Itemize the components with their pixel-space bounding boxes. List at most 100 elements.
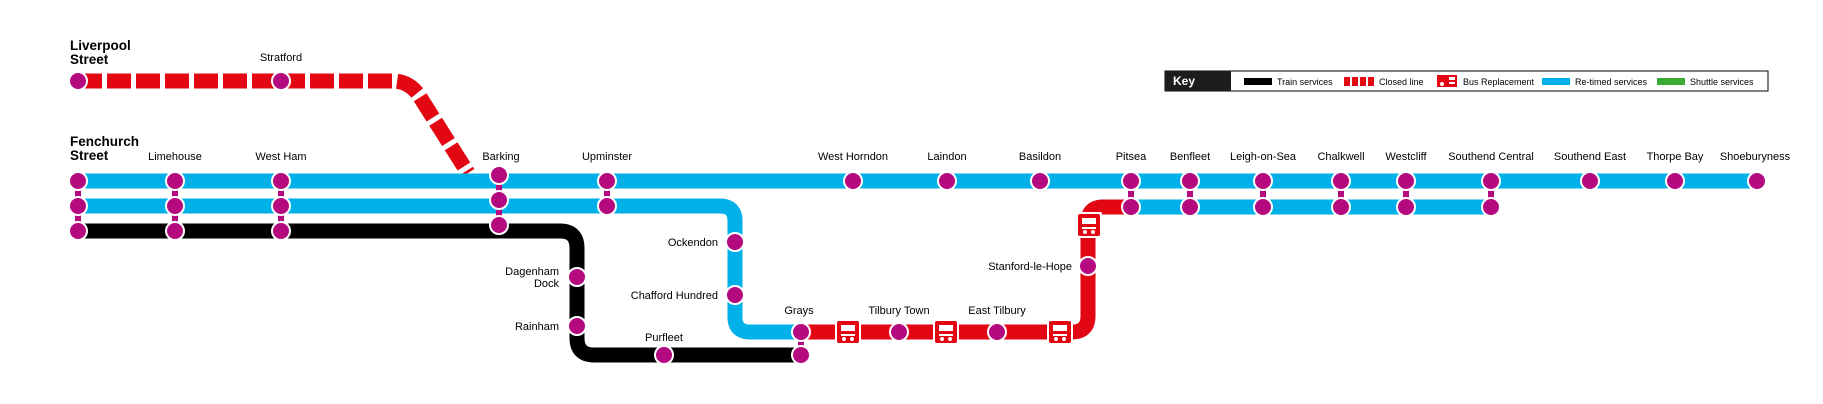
- station-label: Pitsea: [1116, 151, 1147, 163]
- station-dot-barking[interactable]: [489, 190, 509, 210]
- station-dot-west-horndon[interactable]: [843, 171, 863, 191]
- station-label: Westcliff: [1385, 151, 1427, 163]
- station-dot-limehouse[interactable]: [165, 196, 185, 216]
- station-dot-liverpool-street[interactable]: [68, 71, 88, 91]
- station-label: Dock: [534, 278, 560, 290]
- key-swatch-shuttle: [1657, 78, 1685, 85]
- station-dot-east-tilbury[interactable]: [987, 322, 1007, 342]
- station-dot-grays[interactable]: [791, 345, 811, 365]
- station-label: Dagenham: [505, 266, 559, 278]
- connector-chalkwell: [1338, 181, 1344, 207]
- station-dot-tilbury-town[interactable]: [889, 322, 909, 342]
- station-label: Rainham: [515, 321, 559, 333]
- key-header: [1165, 71, 1231, 91]
- connector-benfleet: [1187, 181, 1193, 207]
- station-dot-west-ham[interactable]: [271, 221, 291, 241]
- station-dot-fenchurch-street[interactable]: [68, 196, 88, 216]
- station-dot-chalkwell[interactable]: [1331, 171, 1351, 191]
- station-dot-barking[interactable]: [489, 215, 509, 235]
- station-dot-fenchurch-street[interactable]: [68, 171, 88, 191]
- station-label: Limehouse: [148, 151, 202, 163]
- key-title: Key: [1173, 74, 1195, 88]
- station-dot-southend-east[interactable]: [1580, 171, 1600, 191]
- station-labels: Stratford Limehouse West Ham Barking Upm…: [148, 52, 1791, 344]
- terminal-labels: Liverpool Street Fenchurch Street: [70, 38, 139, 163]
- station-dot-shoeburyness[interactable]: [1747, 171, 1767, 191]
- connector-grays: [798, 332, 804, 355]
- station-dot-pitsea[interactable]: [1121, 197, 1141, 217]
- station-dot-westcliff[interactable]: [1396, 197, 1416, 217]
- station-label: Grays: [784, 305, 814, 317]
- bus-icon: [1076, 212, 1102, 238]
- terminal-label-liverpool: Liverpool: [70, 38, 131, 53]
- connector-westcliff: [1403, 181, 1409, 207]
- terminal-label-fenchurch: Street: [70, 148, 109, 163]
- retimed-line-ockendon: [78, 198, 800, 340]
- station-dot-limehouse[interactable]: [165, 221, 185, 241]
- station-label: Southend East: [1554, 151, 1626, 163]
- station-dot-leigh-on-sea[interactable]: [1253, 171, 1273, 191]
- key-label-bus: Bus Replacement: [1463, 77, 1535, 87]
- station-dot-stratford[interactable]: [271, 71, 291, 91]
- lines: [78, 73, 1757, 363]
- key-label-train: Train services: [1277, 77, 1333, 87]
- station-label: Stratford: [260, 52, 302, 64]
- station-label: West Ham: [255, 151, 306, 163]
- station-label: East Tilbury: [968, 305, 1026, 317]
- terminal-label-liverpool: Street: [70, 52, 109, 67]
- bus-icons: [835, 212, 1102, 345]
- station-dot-benfleet[interactable]: [1180, 171, 1200, 191]
- station-label: Benfleet: [1170, 151, 1210, 163]
- station-dot-stanford-le-hope[interactable]: [1078, 256, 1098, 276]
- station-dot-grays[interactable]: [791, 322, 811, 342]
- train-line-rainham: [78, 223, 800, 363]
- station-dot-benfleet[interactable]: [1180, 197, 1200, 217]
- station-dot-dagenham-dock[interactable]: [567, 267, 587, 287]
- station-label: Southend Central: [1448, 151, 1534, 163]
- station-label: Purfleet: [645, 332, 683, 344]
- connector-leigh: [1260, 181, 1266, 207]
- key-swatch-train: [1244, 78, 1272, 85]
- station-label: Basildon: [1019, 151, 1061, 163]
- station-dot-limehouse[interactable]: [165, 171, 185, 191]
- station-label: Upminster: [582, 151, 632, 163]
- station-dot-laindon[interactable]: [937, 171, 957, 191]
- station-dot-leigh-on-sea[interactable]: [1253, 197, 1273, 217]
- station-label: West Horndon: [818, 151, 888, 163]
- connector-pitsea: [1128, 181, 1134, 207]
- station-label: Leigh-on-Sea: [1230, 151, 1297, 163]
- key-swatch-retimed: [1542, 78, 1570, 85]
- map-key: Key Train services Closed line Bus Repla…: [1164, 70, 1769, 92]
- station-dot-chafford-hundred[interactable]: [725, 285, 745, 305]
- station-dot-purfleet[interactable]: [654, 345, 674, 365]
- bus-icon: [1437, 75, 1457, 87]
- station-dot-ockendon[interactable]: [725, 232, 745, 252]
- station-dot-southend-central[interactable]: [1481, 171, 1501, 191]
- station-label: Stanford-le-Hope: [988, 261, 1072, 273]
- station-dot-chalkwell[interactable]: [1331, 197, 1351, 217]
- station-dot-thorpe-bay[interactable]: [1665, 171, 1685, 191]
- key-label-retimed: Re-timed services: [1575, 77, 1648, 87]
- station-dot-rainham[interactable]: [567, 316, 587, 336]
- station-dot-upminster[interactable]: [597, 196, 617, 216]
- closed-line-liverpool-street: [78, 73, 475, 178]
- station-dot-southend-central[interactable]: [1481, 197, 1501, 217]
- station-label: Chalkwell: [1317, 151, 1364, 163]
- station-dot-barking[interactable]: [489, 165, 509, 185]
- key-label-closed: Closed line: [1379, 77, 1424, 87]
- station-dot-pitsea[interactable]: [1121, 171, 1141, 191]
- station-label: Tilbury Town: [868, 305, 929, 317]
- station-dot-fenchurch-street[interactable]: [68, 221, 88, 241]
- station-dots: [68, 71, 1767, 365]
- key-swatch-closed: [1344, 77, 1374, 86]
- station-dot-west-ham[interactable]: [271, 196, 291, 216]
- station-dot-basildon[interactable]: [1030, 171, 1050, 191]
- bus-icon: [835, 319, 861, 345]
- station-dot-west-ham[interactable]: [271, 171, 291, 191]
- station-dot-upminster[interactable]: [597, 171, 617, 191]
- station-label: Shoeburyness: [1720, 151, 1791, 163]
- station-label: Ockendon: [668, 237, 718, 249]
- station-label: Thorpe Bay: [1647, 151, 1704, 163]
- station-dot-westcliff[interactable]: [1396, 171, 1416, 191]
